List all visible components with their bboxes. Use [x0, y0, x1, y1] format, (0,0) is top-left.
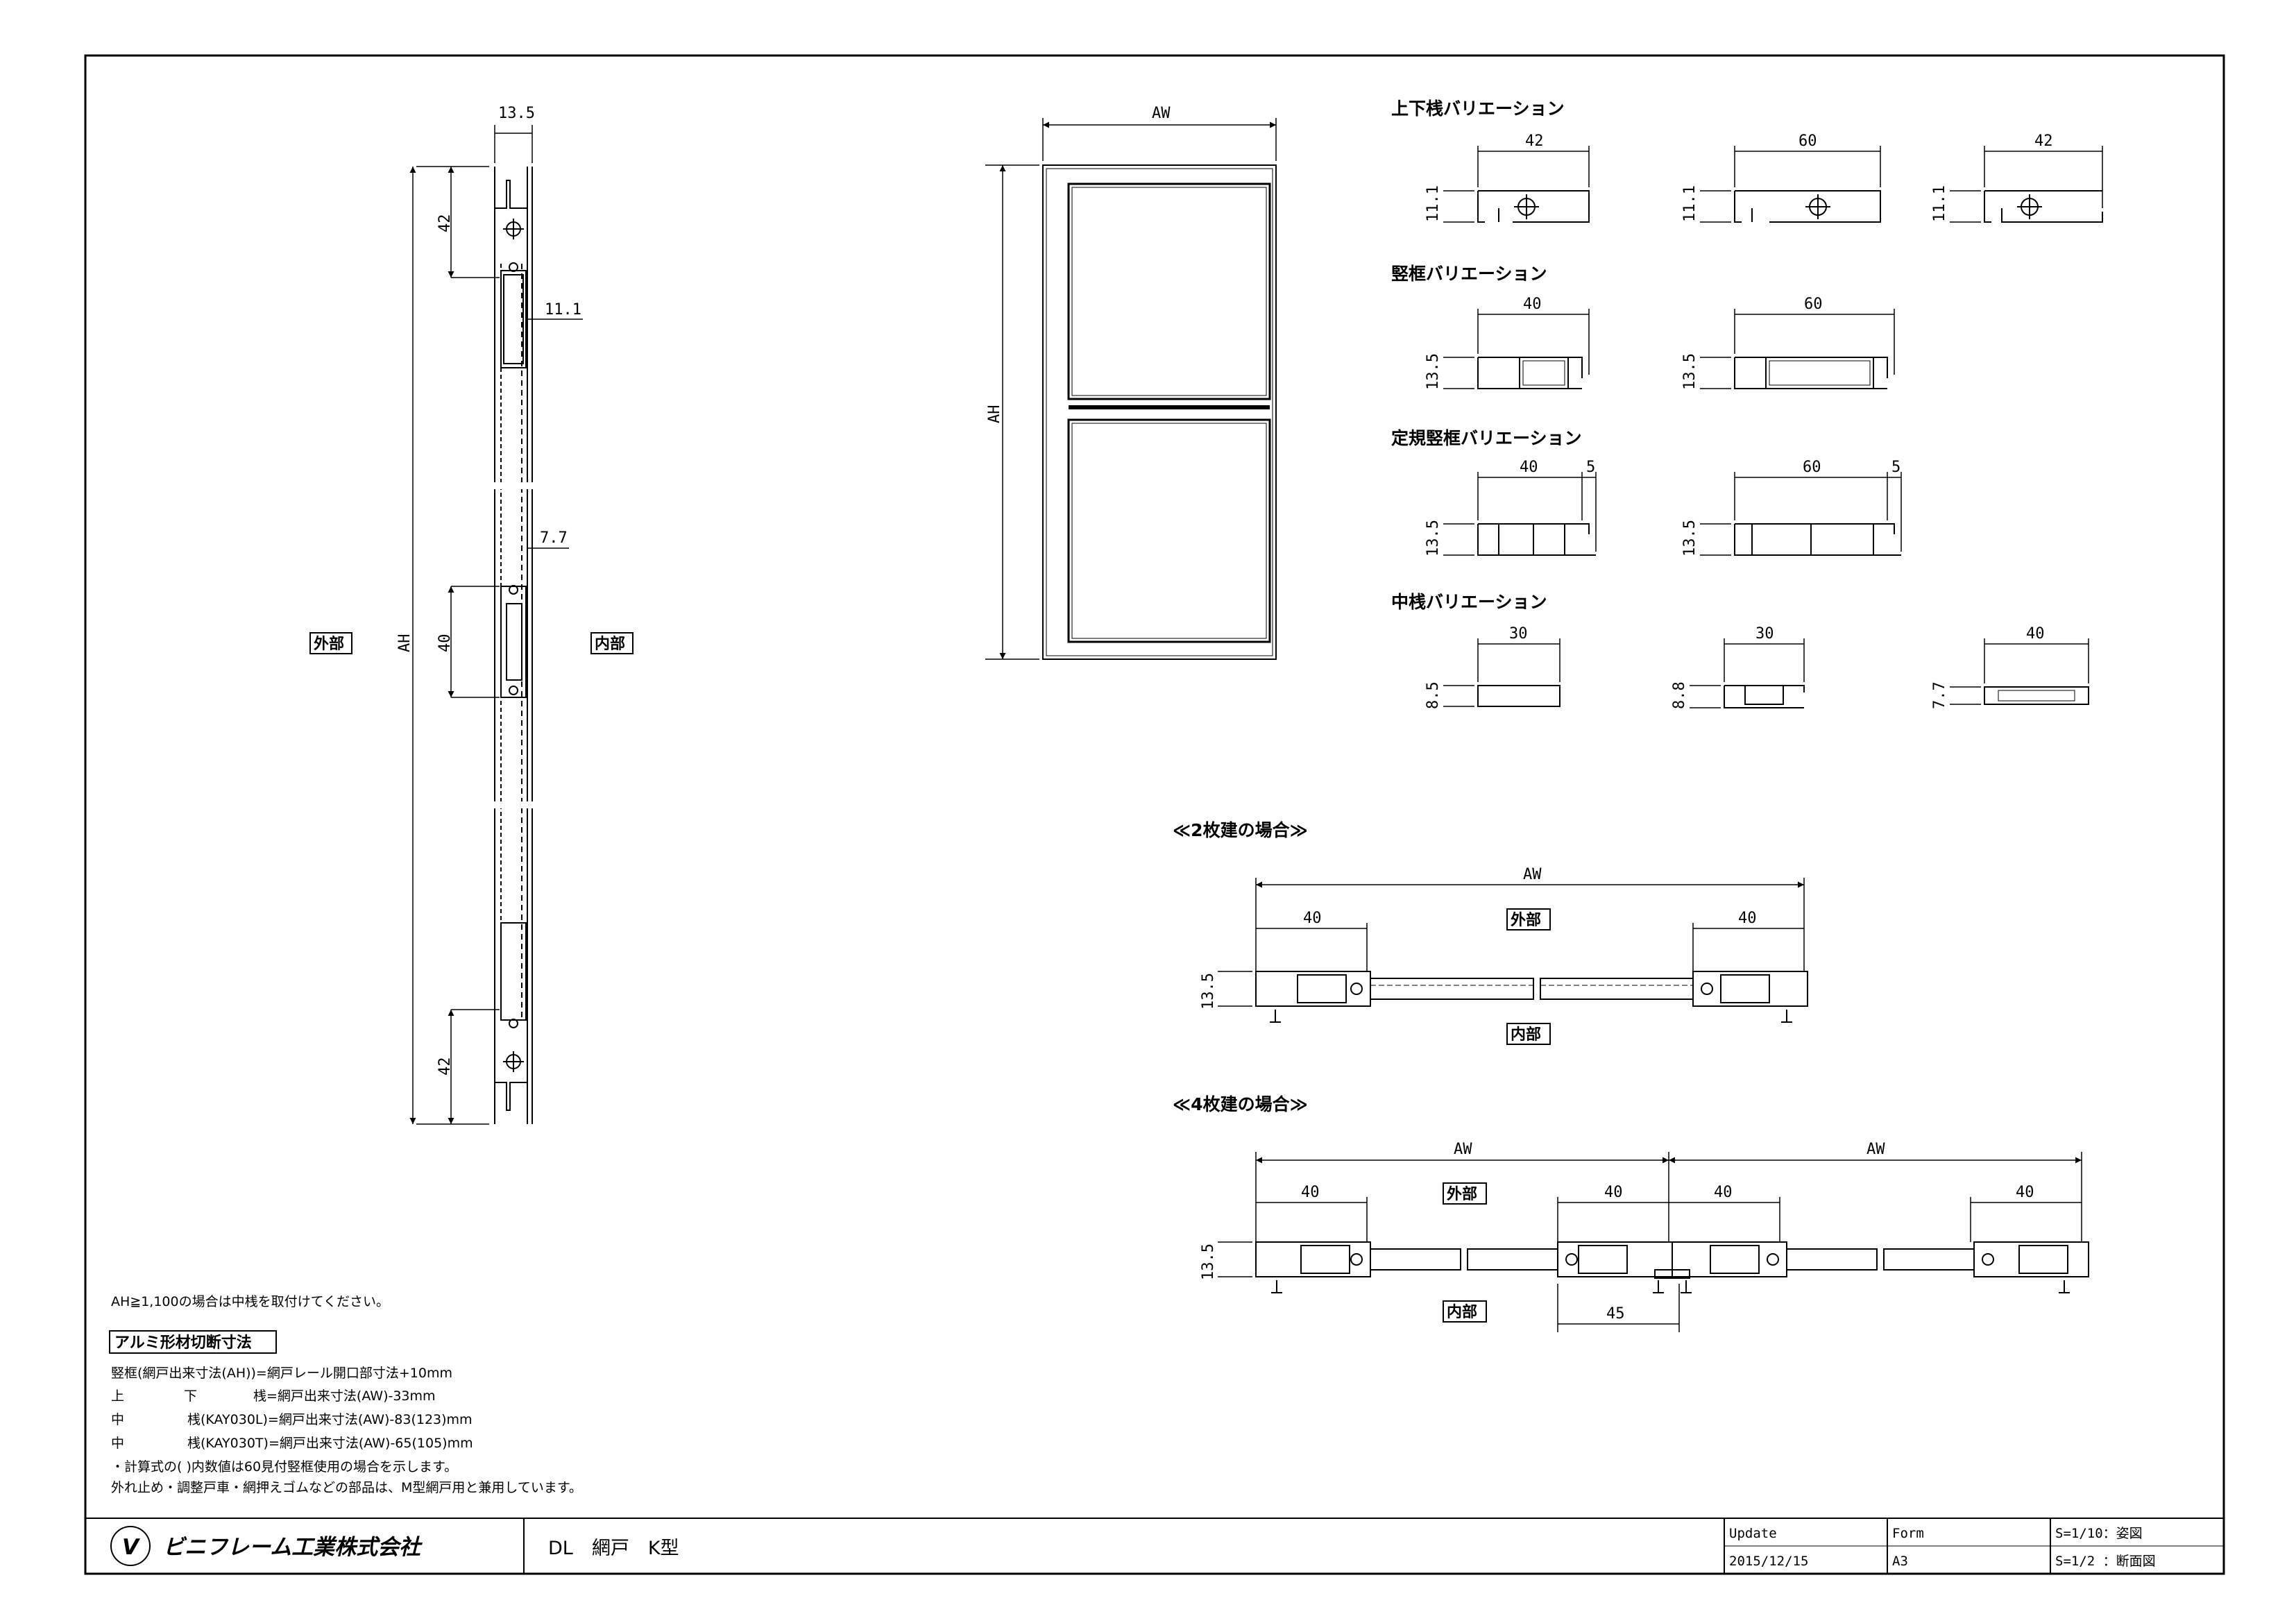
mid-w2: 30	[1755, 625, 1774, 643]
update-label: Update	[1729, 1526, 1777, 1541]
heading-stile-variation: 竪框バリエーション	[1391, 264, 1547, 284]
rail-h1: 11.1	[1425, 185, 1442, 222]
mid-h1: 8.5	[1425, 681, 1442, 709]
dim-13-5-left: 13.5	[498, 105, 535, 122]
sheet-border	[84, 54, 2225, 1575]
title-block	[85, 1518, 2224, 1574]
fixed-extra2: 5	[1891, 459, 1900, 476]
fixed-w2: 60	[1803, 459, 1821, 476]
logo-mark: V	[122, 1535, 141, 1560]
dim-7-7: 7.7	[540, 529, 568, 547]
heading-two-panel: ≪2枚建の場合≫	[1173, 820, 1308, 840]
note-line2b: 下	[184, 1388, 197, 1404]
scale-2: S=1/2 ：断面図	[2055, 1554, 2156, 1569]
note-line4a: 中	[111, 1436, 124, 1451]
mid-w1: 30	[1509, 625, 1528, 643]
four-panel-section	[1255, 1241, 2089, 1293]
two-h: 13.5	[1200, 973, 1217, 1010]
heading-fixed-stile-variation: 定規竪框バリエーション	[1391, 428, 1582, 448]
rail-h3: 11.1	[1931, 185, 1948, 222]
four-inside: 内部	[1447, 1303, 1477, 1321]
rail-w1: 42	[1525, 133, 1544, 150]
heading-rail-variation: 上下桟バリエーション	[1391, 99, 1565, 119]
four-aw2: AW	[1866, 1141, 1885, 1158]
note-line1: 竪框(網戸出来寸法(AH))=網戸レール開口部寸法+10mm	[111, 1366, 452, 1381]
stile-w1: 40	[1523, 296, 1542, 313]
two-aw: AW	[1523, 866, 1542, 883]
note-line6: 外れ止め・調整戸車・網押えゴムなどの部品は、M型網戸用と兼用しています。	[111, 1480, 582, 1495]
dim-42-bottom: 42	[436, 1057, 454, 1076]
fixed-h1: 13.5	[1425, 520, 1442, 556]
two-outside: 外部	[1511, 911, 1541, 929]
note-line4c: 桟(KAY030T)=網戸出来寸法(AW)-65(105)mm	[187, 1436, 473, 1451]
two-inside: 内部	[1511, 1026, 1541, 1044]
form-value: A3	[1892, 1554, 1908, 1569]
stile-h1: 13.5	[1425, 353, 1442, 390]
mid-w3: 40	[2026, 625, 2045, 643]
two-w-right: 40	[1738, 910, 1757, 927]
scale-1: S=1/10：姿図	[2055, 1526, 2143, 1541]
rail-h2: 11.1	[1681, 185, 1699, 222]
dim-42-top: 42	[436, 214, 454, 233]
dim-11-1: 11.1	[545, 301, 581, 318]
label-inside-left: 内部	[595, 635, 625, 653]
heading-four-panel: ≪4枚建の場合≫	[1173, 1094, 1308, 1114]
four-w3: 40	[1714, 1184, 1733, 1201]
mid-h2: 8.8	[1671, 681, 1688, 709]
note-line5: ・計算式の( )内数値は60見付竪框使用の場合を示します。	[111, 1459, 457, 1475]
note-box-title: アルミ形材切断寸法	[114, 1334, 252, 1352]
note-line3c: 桟(KAY030L)=網戸出来寸法(AW)-83(123)mm	[187, 1412, 473, 1427]
update-value: 2015/12/15	[1729, 1554, 1808, 1569]
fixed-h2: 13.5	[1681, 520, 1699, 556]
two-panel-section	[1255, 971, 1808, 1023]
four-w4: 40	[2016, 1184, 2034, 1201]
four-w1: 40	[1301, 1184, 1320, 1201]
four-w2: 40	[1604, 1184, 1623, 1201]
four-overlap: 45	[1606, 1305, 1625, 1323]
form-label: Form	[1892, 1526, 1924, 1541]
rail-w2: 60	[1798, 133, 1817, 150]
label-outside-left: 外部	[314, 635, 344, 653]
two-w-left: 40	[1303, 910, 1322, 927]
rail-w3: 42	[2034, 133, 2053, 150]
dim-ah-left: AH	[396, 634, 414, 653]
elev-ah: AH	[986, 405, 1003, 424]
four-outside: 外部	[1447, 1185, 1477, 1203]
note-line3a: 中	[111, 1412, 124, 1427]
stile-h2: 13.5	[1681, 353, 1699, 390]
four-h: 13.5	[1200, 1243, 1217, 1280]
fixed-w1: 40	[1520, 459, 1538, 476]
drawing-title: DL 網戸 K型	[548, 1538, 679, 1559]
door-elevation	[1042, 164, 1277, 660]
note-ah: AH≧1,100の場合は中桟を取付けてください。	[111, 1294, 389, 1309]
heading-mid-rail-variation: 中桟バリエーション	[1391, 592, 1547, 612]
stile-w2: 60	[1804, 296, 1823, 313]
vertical-section	[489, 167, 538, 1124]
elev-aw: AW	[1152, 105, 1171, 122]
four-aw1: AW	[1454, 1141, 1472, 1158]
company-name: ビニフレーム工業株式会社	[163, 1535, 423, 1560]
note-line2a: 上	[111, 1388, 124, 1404]
note-line2c: 桟=網戸出来寸法(AW)-33mm	[253, 1388, 436, 1404]
fixed-extra1: 5	[1586, 459, 1595, 476]
dim-40-mid: 40	[436, 634, 454, 653]
mid-h3: 7.7	[1931, 681, 1948, 709]
